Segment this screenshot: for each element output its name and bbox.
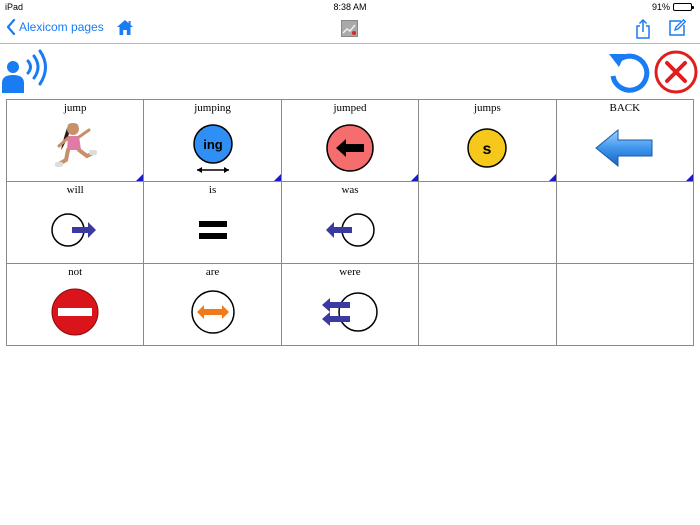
grid-cell-is[interactable]: is	[144, 182, 282, 264]
cell-label: were	[339, 266, 361, 278]
battery-percent: 91%	[651, 2, 670, 12]
grid-cell-jumped[interactable]: jumped	[281, 100, 420, 182]
double-arrow-icon	[190, 289, 235, 334]
grid-cell-empty[interactable]	[556, 264, 694, 346]
folder-corner-marker	[273, 174, 281, 181]
cell-label: will	[66, 184, 84, 196]
battery-icon	[673, 3, 694, 11]
back-button-label: Alexicom pages	[19, 20, 104, 34]
edit-icon	[669, 18, 687, 36]
grid-cell-will[interactable]: will	[7, 182, 145, 264]
home-button[interactable]	[116, 19, 134, 41]
folder-corner-marker	[136, 174, 144, 181]
speak-button[interactable]	[2, 48, 52, 99]
share-icon	[636, 18, 650, 39]
device-name: iPad	[5, 2, 24, 12]
status-bar: iPad 8:38 AM 91%	[0, 0, 700, 14]
grid-cell-empty[interactable]	[419, 264, 557, 346]
folder-corner-marker	[548, 174, 556, 181]
close-icon	[654, 50, 698, 94]
cell-label: are	[205, 266, 220, 278]
cell-label: BACK	[609, 102, 641, 114]
close-button[interactable]	[654, 50, 698, 99]
past-arrow-icon	[326, 123, 374, 172]
navigation-bar: Alexicom pages	[0, 14, 700, 44]
symbol-grid: jump jumping ing	[6, 99, 694, 346]
page-thumbnail-button[interactable]	[341, 20, 358, 42]
svg-text:s: s	[483, 141, 492, 158]
jumping-girl-icon	[55, 122, 98, 167]
page-thumbnail-icon	[341, 20, 358, 37]
chevron-left-icon	[6, 19, 16, 35]
folder-corner-marker	[685, 174, 693, 181]
grid-cell-was[interactable]: was	[281, 182, 420, 264]
edit-button[interactable]	[668, 18, 687, 42]
battery-status: 91%	[651, 2, 694, 12]
ing-icon: ing	[192, 123, 233, 173]
grid-cell-jumping[interactable]: jumping ing	[144, 100, 282, 182]
speaker-person-icon	[2, 49, 47, 93]
cell-label: jumping	[194, 102, 231, 114]
cell-label: jump	[63, 102, 87, 114]
status-time: 8:38 AM	[333, 2, 367, 12]
share-button[interactable]	[635, 18, 651, 44]
cell-label: is	[208, 184, 217, 196]
grid-cell-jumps[interactable]: jumps s	[419, 100, 557, 182]
future-icon	[51, 212, 97, 247]
grid-cell-were[interactable]: were	[281, 264, 420, 346]
grid-cell-empty[interactable]	[556, 182, 694, 264]
undo-icon	[609, 53, 650, 93]
grid-cell-are[interactable]: are	[144, 264, 282, 346]
grid-cell-not[interactable]: not	[7, 264, 145, 346]
folder-corner-marker	[411, 174, 419, 181]
cell-label: not	[68, 266, 83, 278]
grid-cell-empty[interactable]	[419, 182, 557, 264]
cell-label: jumps	[473, 102, 501, 114]
cell-label: jumped	[333, 102, 367, 114]
home-icon	[117, 20, 133, 35]
grid-cell-jump[interactable]: jump	[7, 100, 145, 182]
past-icon	[325, 212, 375, 247]
cell-label: was	[341, 184, 359, 196]
past-plural-icon	[321, 291, 378, 332]
back-button[interactable]: Alexicom pages	[6, 19, 104, 35]
s-icon: s	[467, 127, 508, 168]
equals-icon	[198, 220, 227, 239]
grid-cell-back[interactable]: BACK	[556, 100, 694, 182]
back-arrow-icon	[594, 128, 653, 167]
reset-button[interactable]	[606, 50, 652, 101]
svg-text:ing: ing	[203, 137, 223, 152]
no-entry-icon	[51, 288, 99, 335]
